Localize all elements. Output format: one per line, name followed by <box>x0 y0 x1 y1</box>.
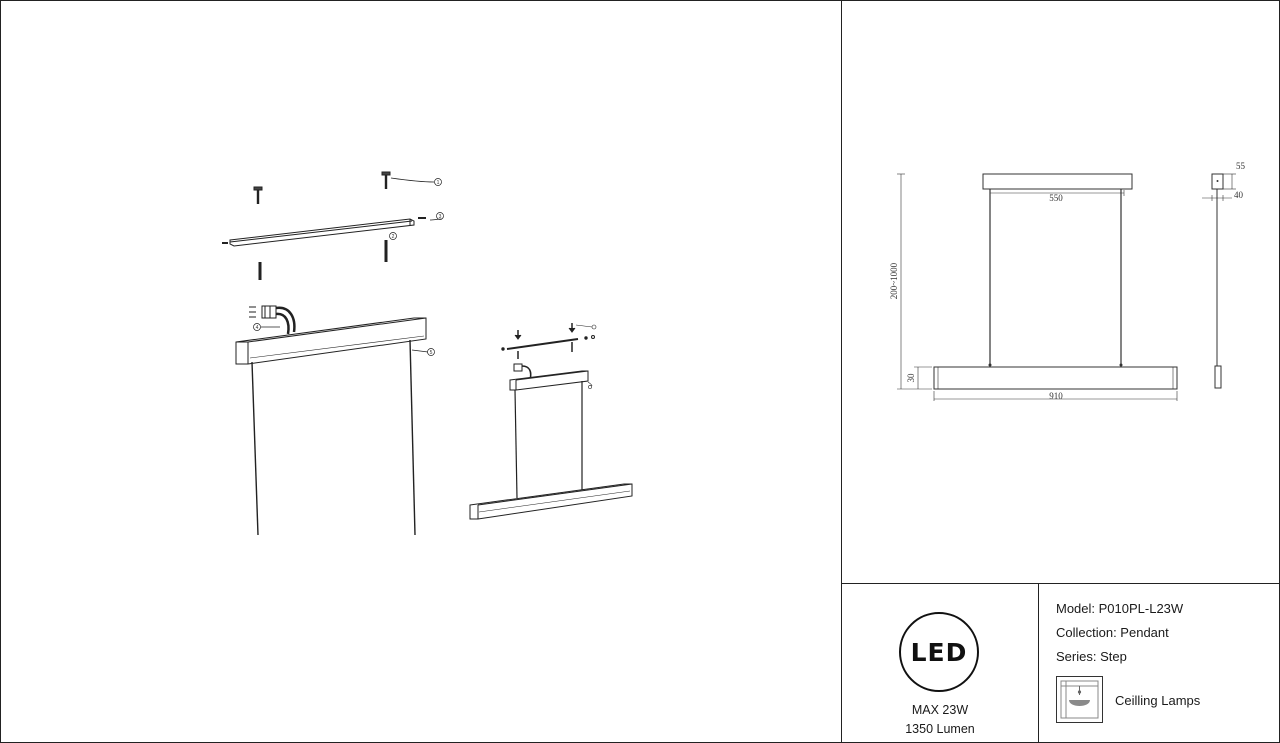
ceiling-lamp-icon <box>1056 676 1103 723</box>
lamp-type-label: Ceilling Lamps <box>1115 693 1201 708</box>
power-rating: MAX 23W <box>911 703 969 717</box>
callout-5: 5 <box>430 350 433 356</box>
callout-2: 2 <box>392 234 395 240</box>
front-canopy <box>982 173 1133 190</box>
ceiling-screw-left <box>253 186 263 204</box>
callout-4: 4 <box>256 325 259 331</box>
led-logo-text: LED <box>910 637 968 667</box>
lumen-rating: 1350 Lumen <box>905 722 975 736</box>
terminal-connector <box>261 305 296 335</box>
mounting-bracket <box>229 218 415 247</box>
model-label: Model: P010PL-L23W <box>1056 601 1184 616</box>
dim-profile-width: 40 <box>1234 190 1244 200</box>
collection-label: Collection: Pendant <box>1056 625 1169 640</box>
ceiling-screw-right <box>381 171 391 189</box>
dim-canopy-height: 55 <box>1236 161 1246 171</box>
dimension-drawing: 550 910 200~1000 30 55 40 <box>889 161 1246 401</box>
dim-body-height: 30 <box>906 373 916 383</box>
front-lamp-body <box>933 366 1178 390</box>
dim-drop-range: 200~1000 <box>889 262 899 299</box>
canopy-3d <box>235 317 427 365</box>
panel-divider-horizontal <box>841 583 1280 584</box>
series-label: Series: Step <box>1056 649 1127 664</box>
assembled-lamp-figure <box>469 323 633 520</box>
callout-1: 1 <box>437 180 440 186</box>
side-lamp-body <box>1214 365 1222 389</box>
dim-canopy-width: 550 <box>1049 193 1063 203</box>
installation-diagram: 1 2 3 4 5 <box>222 171 633 536</box>
led-logo-icon: LED <box>899 612 979 692</box>
title-block-divider <box>1038 583 1039 743</box>
callout-3: 3 <box>439 214 442 220</box>
panel-divider-vertical <box>841 0 842 743</box>
dim-body-length: 910 <box>1049 391 1063 401</box>
